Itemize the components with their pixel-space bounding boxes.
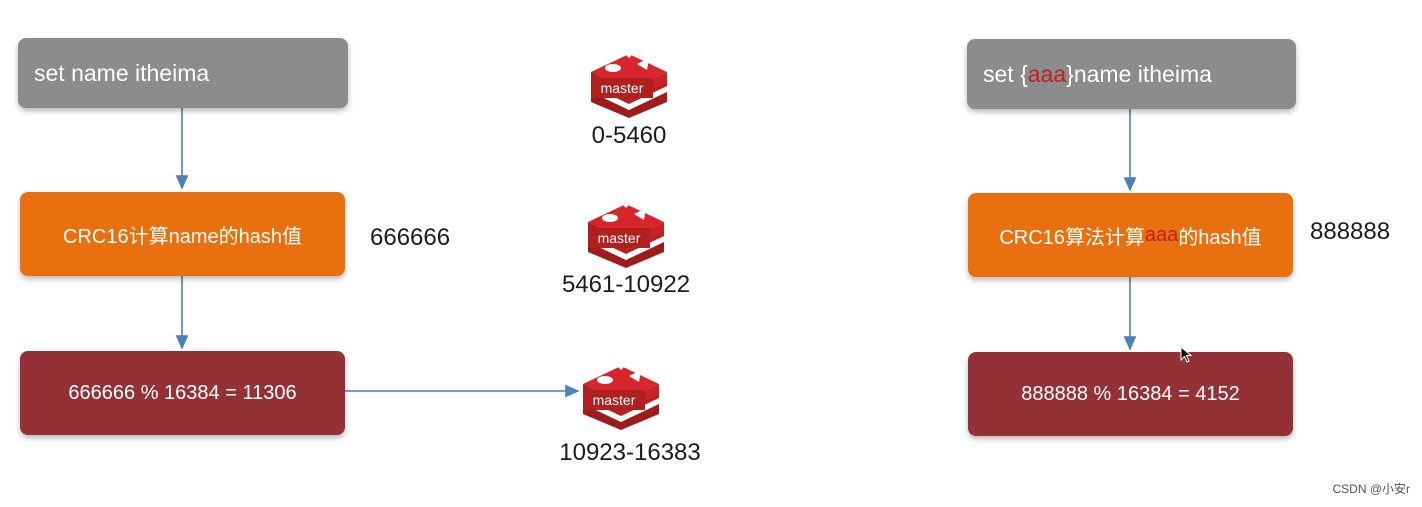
watermark: CSDN @小安r bbox=[1332, 482, 1410, 496]
redis-logo-icon: master bbox=[583, 362, 659, 430]
right-calc-suffix: 的hash值 bbox=[1178, 226, 1262, 249]
node-3-range: 10923-16383 bbox=[559, 439, 701, 466]
node-1-label: master bbox=[601, 80, 644, 96]
redis-logo-icon: master bbox=[591, 50, 667, 118]
node-1-range: 0-5460 bbox=[591, 122, 667, 149]
right-hash-value: 888888 bbox=[1310, 218, 1391, 245]
right-calc-prefix: CRC16算法计算 bbox=[999, 226, 1145, 249]
left-calc-text: CRC16计算name的hash值 bbox=[63, 225, 302, 248]
mouse-cursor-icon bbox=[1180, 346, 1193, 363]
node-2-label: master bbox=[598, 230, 641, 246]
redis-logo-icon: master bbox=[588, 200, 664, 268]
right-command-key: aaa bbox=[1027, 60, 1067, 87]
left-hash-value: 666666 bbox=[370, 224, 451, 251]
node-3-label: master bbox=[593, 392, 636, 408]
left-calc-box: CRC16计算name的hash值 bbox=[20, 192, 345, 276]
right-mod-text: 888888 % 16384 = 4152 bbox=[1021, 382, 1240, 405]
right-command-prefix: set { bbox=[983, 60, 1028, 87]
right-command-suffix: }name itheima bbox=[1066, 60, 1212, 87]
left-mod-text: 666666 % 16384 = 11306 bbox=[68, 381, 297, 404]
node-2-range: 5461-10922 bbox=[561, 271, 691, 298]
left-command-text: set name itheima bbox=[34, 59, 210, 86]
right-calc-key: aaa bbox=[1144, 223, 1179, 246]
right-command-box: set {aaa}name itheima bbox=[967, 39, 1296, 109]
left-mod-box: 666666 % 16384 = 11306 bbox=[20, 351, 345, 435]
right-mod-box: 888888 % 16384 = 4152 bbox=[968, 352, 1293, 436]
left-command-box: set name itheima bbox=[18, 38, 348, 108]
